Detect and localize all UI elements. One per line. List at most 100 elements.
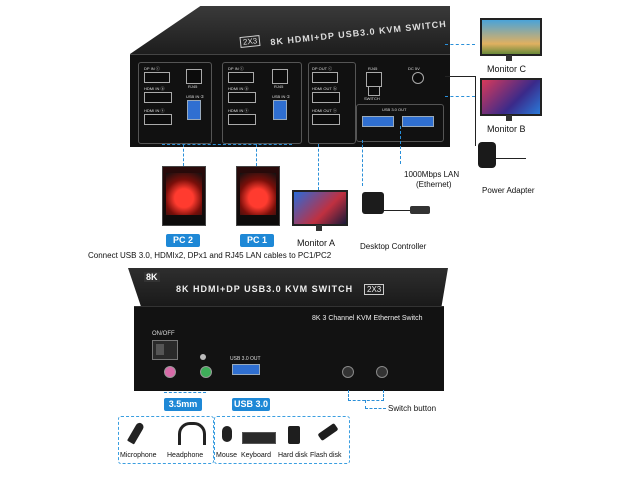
- connect-note: Connect USB 3.0, HDMIx2, DPx1 and RJ45 L…: [88, 251, 332, 260]
- pc1-tower: [236, 166, 280, 226]
- hdmi-in-b-port-2: [228, 92, 256, 103]
- bottom-device-lid: [128, 268, 448, 306]
- monitor-c: [480, 18, 542, 56]
- hdmi-in-a-port-1: [144, 114, 172, 125]
- rj45-label-3: RJ45: [368, 66, 378, 71]
- mic-jack: [164, 366, 176, 378]
- switch-label: SWITCH: [364, 96, 380, 101]
- dp-in-c-label-1: DP IN ⓒ: [144, 66, 160, 71]
- lan-label: 1000Mbps LAN: [404, 170, 460, 179]
- power-adapter-label: Power Adapter: [482, 186, 535, 195]
- switch-port: [368, 86, 380, 96]
- usb-out-front-port: [232, 364, 260, 375]
- top-device-tag: 2X3: [239, 34, 261, 49]
- bottom-device-tag: 2X3: [364, 284, 385, 295]
- power-cord: [496, 158, 526, 159]
- monitor-b-label: Monitor B: [487, 124, 526, 134]
- cable-pc2: [162, 144, 292, 145]
- mouse-label: Mouse: [216, 452, 238, 459]
- hdmi-out-a-port: [312, 114, 340, 125]
- dp-out-port: [312, 72, 338, 83]
- rj45-label-1: RJ45: [188, 84, 198, 89]
- usb-in-label-2: USB IN ①: [272, 94, 291, 99]
- controller-cable: [384, 210, 412, 211]
- switch-button-2[interactable]: [376, 366, 388, 378]
- monitor-a: [292, 190, 348, 226]
- hard-disk-label: Hard disk: [278, 452, 308, 459]
- monitor-b-stand: [506, 115, 512, 121]
- hdmi-in-a-label-2: HDMI IN ⓐ: [228, 108, 249, 113]
- hdmi-out-b-label: HDMI OUT ⓑ: [312, 86, 337, 91]
- usb-out-port-1: [362, 116, 394, 127]
- lan-sub-label: (Ethernet): [416, 180, 452, 189]
- usb-out-front-label: USB 3.0 OUT: [230, 356, 261, 362]
- mouse-icon: [222, 426, 232, 442]
- switch-button-pointer: [365, 400, 386, 409]
- monitor-a-label: Monitor A: [297, 238, 336, 248]
- usb-out-label: USB 3.0 OUT: [382, 107, 407, 112]
- hard-disk-icon: [288, 426, 300, 444]
- desktop-controller-label: Desktop Controller: [360, 242, 427, 251]
- dc-label: DC 5V: [408, 66, 420, 71]
- pc2-tower: [162, 166, 206, 226]
- rj45-port-3: [366, 72, 382, 87]
- headphone-jack: [200, 366, 212, 378]
- keyboard-icon: [242, 432, 276, 444]
- hdmi-in-a-port-2: [228, 114, 256, 125]
- on-off-label: ON/OFF: [152, 331, 175, 337]
- controller-plug-icon: [410, 206, 430, 214]
- usb-in-label-1: USB IN ②: [186, 94, 205, 99]
- switch-button-bracket: [348, 390, 384, 401]
- hdmi-out-a-label: HDMI OUT ⓐ: [312, 108, 337, 113]
- headphone-jack-icon: [200, 354, 206, 360]
- cable-power: [445, 76, 475, 77]
- usb-devices-box: [214, 416, 350, 464]
- dp-in-c-label-2: DP IN ⓒ: [228, 66, 244, 71]
- headphone-label: Headphone: [167, 452, 204, 459]
- desktop-controller-icon: [362, 192, 384, 214]
- flash-disk-label: Flash disk: [310, 452, 342, 459]
- bottom-device-logo: 8K: [144, 272, 160, 282]
- dp-out-c-label: DP OUT ⓒ: [312, 66, 333, 71]
- rj45-port-1: [186, 69, 202, 84]
- usb-in-port-1: [273, 100, 287, 120]
- hdmi-in-b-label-2: HDMI IN ⓑ: [228, 86, 249, 91]
- headphone-icon: [178, 422, 206, 445]
- pc2-badge: PC 2: [166, 234, 200, 247]
- monitor-b: [480, 78, 542, 116]
- rj45-port-2: [272, 69, 288, 84]
- dc-port: [412, 72, 424, 84]
- cable-pc1-down: [256, 144, 257, 166]
- power-switch[interactable]: [152, 340, 178, 360]
- pc2-port-group: [138, 62, 212, 144]
- hdmi-in-b-port-1: [144, 92, 172, 103]
- switch-button-1[interactable]: [342, 366, 354, 378]
- microphone-label: Microphone: [120, 452, 157, 459]
- bottom-device-subtitle: 8K 3 Channel KVM Ethernet Switch: [312, 315, 423, 322]
- rj45-label-2: RJ45: [274, 84, 284, 89]
- cable-mon-a: [318, 144, 319, 190]
- usb-badge: USB 3.0: [232, 398, 270, 411]
- switch-button-label: Switch button: [388, 404, 437, 413]
- dp-port-1: [144, 72, 170, 83]
- top-kvm-device: 8K HDMI+DP USB3.0 KVM SWITCH 2X3 8K DP I…: [130, 6, 450, 147]
- monitor-c-stand: [506, 55, 512, 61]
- dp-port-2: [228, 72, 254, 83]
- cable-pc2-down: [183, 144, 184, 166]
- audio-badge: 3.5mm: [164, 398, 202, 411]
- hdmi-in-a-label-1: HDMI IN ⓐ: [144, 108, 165, 113]
- bottom-device-title: 8K HDMI+DP USB3.0 KVM SWITCH: [176, 284, 354, 294]
- cable-monitor-b: [445, 96, 475, 97]
- output-port-group: [308, 62, 356, 144]
- cable-lan: [400, 126, 401, 164]
- bottom-kvm-device: 8K 8K HDMI+DP USB3.0 KVM SWITCH 2X3 8K 3…: [128, 268, 448, 391]
- hdmi-out-b-port: [312, 92, 340, 103]
- cable-power-down: [475, 76, 476, 146]
- keyboard-label: Keyboard: [241, 452, 271, 459]
- audio-bracket: [164, 392, 206, 393]
- audio-devices-box: [118, 416, 214, 464]
- pc1-badge: PC 1: [240, 234, 274, 247]
- usb-out-port-2: [402, 116, 434, 127]
- pc1-port-group: [222, 62, 302, 144]
- hdmi-in-b-label-1: HDMI IN ⓑ: [144, 86, 165, 91]
